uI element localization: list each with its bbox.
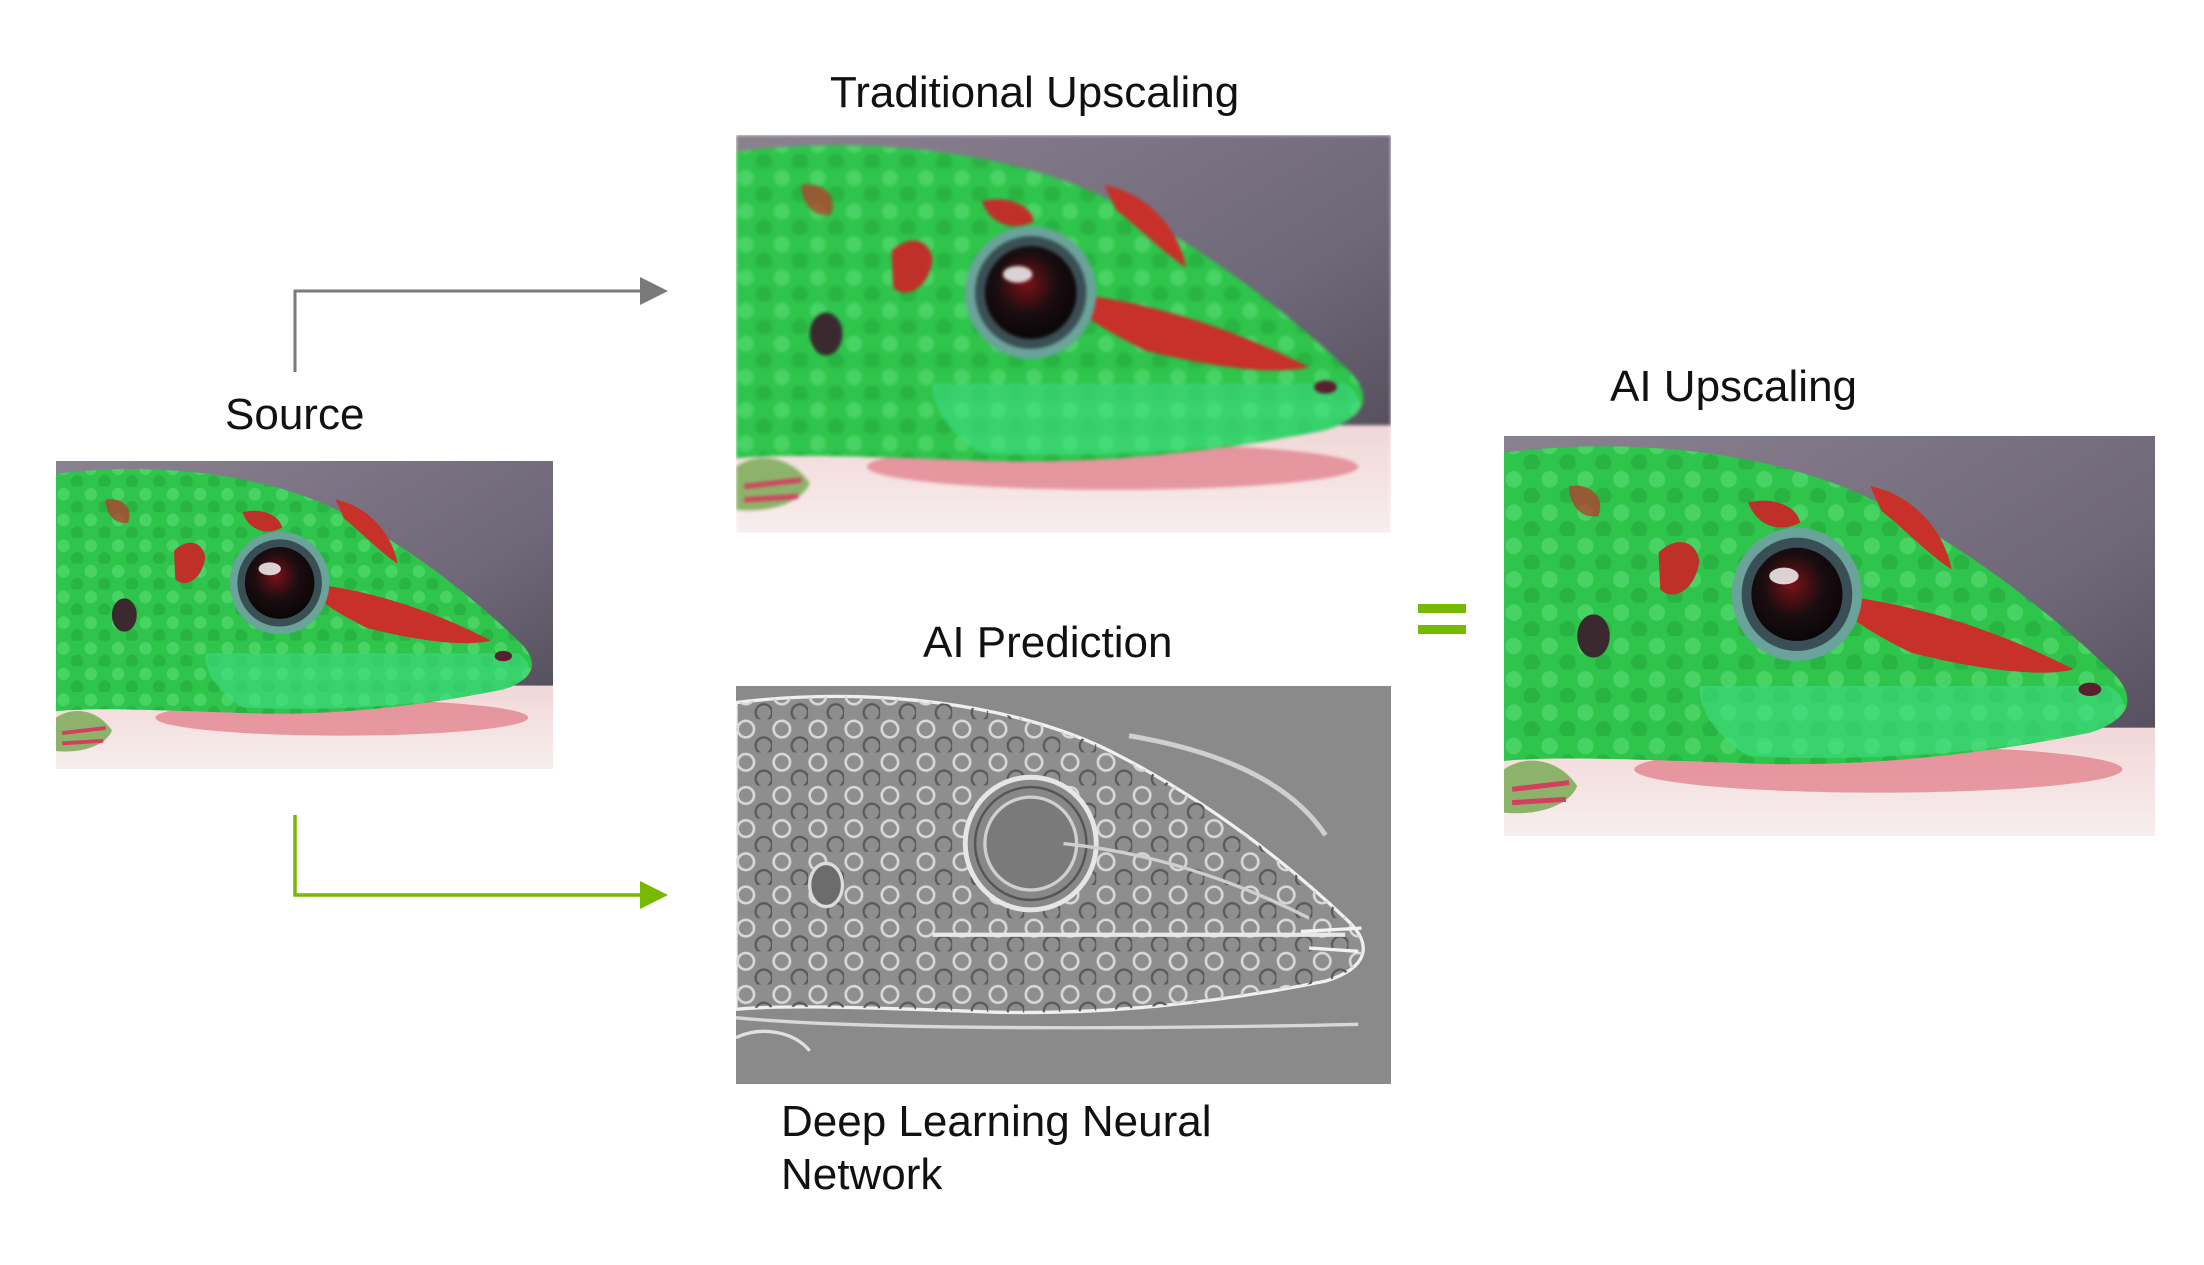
ai-prediction-label: AI Prediction <box>923 618 1173 667</box>
ai-upscaling-label: AI Upscaling <box>1610 362 1858 411</box>
source-label: Source <box>225 390 365 439</box>
gecko-edge-prediction-image <box>736 686 1391 1084</box>
prediction-arrowhead <box>640 881 668 909</box>
ai-upscaled-image-panel <box>1504 436 2155 836</box>
traditional-image-panel <box>736 135 1391 533</box>
equals-sign <box>1418 604 1466 634</box>
gecko-ai-upscaled-image <box>1504 436 2155 836</box>
traditional-arrowhead <box>640 277 668 305</box>
traditional-connector-arrow <box>293 289 645 372</box>
gecko-traditional-upscaled-image <box>736 135 1391 533</box>
source-image-panel <box>56 461 553 769</box>
prediction-image-panel <box>736 686 1391 1084</box>
gecko-source-image <box>56 461 553 769</box>
prediction-connector-arrow <box>293 815 645 897</box>
traditional-upscaling-label: Traditional Upscaling <box>830 68 1240 117</box>
deep-learning-network-label: Deep Learning Neural Network <box>781 1097 1212 1199</box>
